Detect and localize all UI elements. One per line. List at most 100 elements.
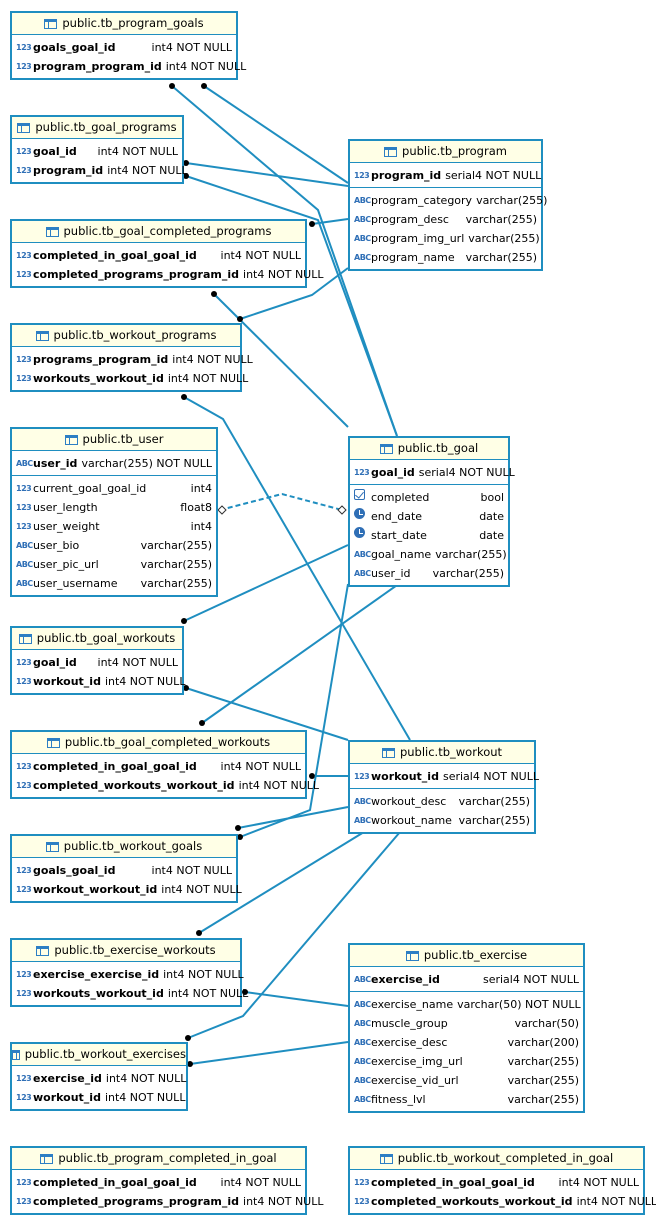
table-header[interactable]: public.tb_goal [350,438,508,460]
relationship-tb-workout-goals-to-tb-workout[interactable] [237,806,349,829]
relationship-tb-program-goals-to-tb-program[interactable] [203,85,349,184]
table-header[interactable]: public.tb_workout_exercises [12,1044,186,1066]
relationship-tb-user-to-tb-goal[interactable] [219,492,343,511]
table-header[interactable]: public.tb_program_completed_in_goal [12,1148,305,1170]
relationship-tb-goal-completed-programs-to-tb-program[interactable] [311,218,349,225]
column-name: user_weight [33,520,100,533]
relationship-tb-workout-exercises-to-tb-exercise[interactable] [189,1041,349,1065]
column-name: completed_in_goal_goal_id [33,249,197,262]
relationship-end-dot [201,83,207,89]
table-header[interactable]: public.tb_workout [350,742,534,764]
table-header[interactable]: public.tb_user [12,429,216,451]
number-icon: 123 [354,1178,370,1187]
table-header[interactable]: public.tb_program [350,141,541,163]
table-header[interactable]: public.tb_exercise_workouts [12,940,240,962]
table-header[interactable]: public.tb_workout_completed_in_goal [350,1148,643,1170]
table-header[interactable]: public.tb_program_goals [12,13,236,35]
relationship-tb-workout-goals-to-tb-goal[interactable] [239,583,349,838]
table-header[interactable]: public.tb_goal_completed_programs [12,221,305,243]
column-type: int4 NOT NULL [163,968,244,981]
table-title: public.tb_exercise [423,948,528,962]
table-header[interactable]: public.tb_goal_programs [12,117,182,139]
number-icon: 123 [16,43,32,52]
relationship-tb-goal-completed-workouts-to-tb-goal[interactable] [201,582,401,724]
table-header[interactable]: public.tb_goal_workouts [12,628,182,650]
table-header[interactable]: public.tb_workout_goals [12,836,236,858]
table-header[interactable]: public.tb_goal_completed_workouts [12,732,305,754]
table-header[interactable]: public.tb_exercise [350,945,583,967]
relationship-tb-goal-programs-to-tb-program[interactable] [185,162,349,187]
table-header[interactable]: public.tb_workout_programs [12,325,240,347]
column-type: int4 NOT NULL [107,164,188,177]
relationship-tb-exercise-workouts-to-tb-exercise[interactable] [244,991,349,1007]
